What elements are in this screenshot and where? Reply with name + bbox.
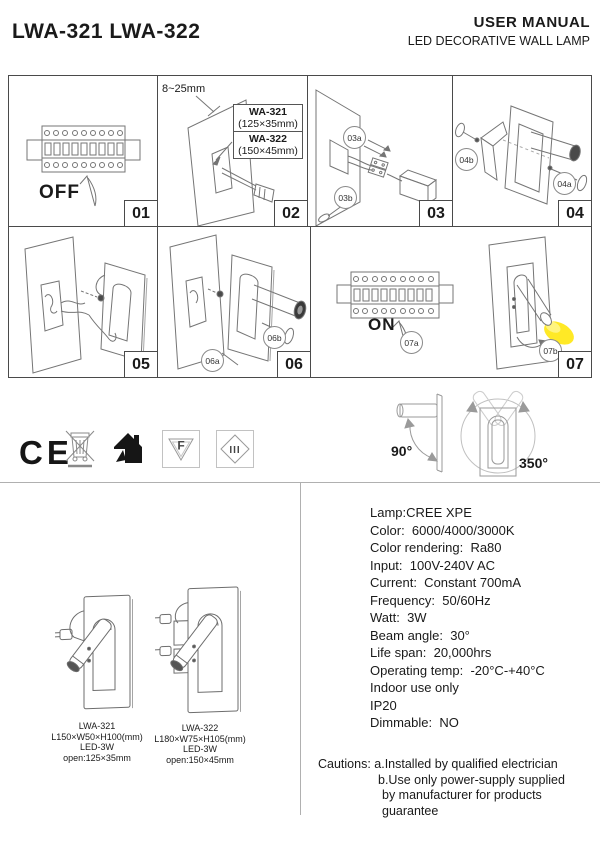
product-model: LWA-322 <box>181 723 219 733</box>
callout-wa322: WA-322 (150×45mm) <box>233 131 303 159</box>
spec-dimmable: Dimmable: NO <box>370 715 459 730</box>
tag-03b: 03b <box>334 186 357 209</box>
callout-wa322-model: WA-322 <box>249 133 287 145</box>
rotation-diagrams <box>396 390 536 477</box>
step-number-06: 06 <box>277 351 311 378</box>
spec-indoor: Indoor use only <box>370 680 459 695</box>
class-iii-diamond-icon: III <box>216 430 254 468</box>
step-number-01: 01 <box>124 200 158 227</box>
spec-lamp: Lamp:CREE XPE <box>370 505 472 520</box>
spec-color: Color: 6000/4000/3000K <box>370 522 515 538</box>
caution-line-3: by manufacturer for products guarantee <box>382 788 542 818</box>
doc-subtitle: LED DECORATIVE WALL LAMP <box>407 34 590 48</box>
tag-04b: 04b <box>455 148 478 171</box>
spec-life-span: Life span: 20,000hrs <box>370 645 492 660</box>
wall-cutout-drawing <box>187 95 275 226</box>
callout-wa321-model: WA-321 <box>249 106 287 118</box>
spec-color-rendering: Color rendering: Ra80 <box>370 540 502 555</box>
product-model: LWA-321 <box>78 721 116 731</box>
lwa-321-drawing <box>55 594 133 710</box>
tag-07a: 07a <box>400 331 423 354</box>
connect-wires-drawing <box>24 236 148 374</box>
step-panel-01: OFF 01 <box>8 75 158 227</box>
f-mark-triangle-icon: F <box>162 430 200 468</box>
breaker-off-label: OFF <box>39 182 80 203</box>
product-led: LED-3W <box>182 744 217 754</box>
caution-line-2: b.Use only power-supply supplied <box>378 772 565 787</box>
spec-ip: IP20 <box>370 697 397 713</box>
indoor-use-house-icon <box>114 433 142 463</box>
step-number-03: 03 <box>419 200 453 227</box>
product-size: L150×W50×H100(mm) <box>51 731 143 742</box>
spec-current: Current: Constant 700mA <box>370 575 522 590</box>
lwa-321-caption: LWA-321 L150×W50×H100(mm) LED-3W open:12… <box>32 721 162 763</box>
step-panel-02: 8~25mm WA-321 (125×35mm) WA-322 (150×45m… <box>157 75 308 227</box>
step-number-05: 05 <box>124 351 158 378</box>
specifications-list: Lamp:CREE XPE Color: 6000/4000/3000K Col… <box>370 504 545 732</box>
callout-wa321: WA-321 (125×35mm) <box>233 104 303 132</box>
cautions-block: Cautions: a.Installed by qualified elect… <box>318 757 600 819</box>
product-open: open:125×35mm <box>63 752 131 763</box>
spec-input: Input: 100V-240V AC <box>370 557 496 573</box>
caution-line-1: Cautions: a.Installed by qualified elect… <box>318 757 558 771</box>
callout-wa322-size: (150×45mm) <box>238 145 298 157</box>
swivel-angle-label: 350° <box>519 455 548 471</box>
spec-operating-temp: Operating temp: -20°C-+40°C <box>370 662 545 678</box>
doc-header: USER MANUAL LED DECORATIVE WALL LAMP <box>408 14 590 48</box>
tag-06a: 06a <box>201 349 224 372</box>
f-mark-letter: F <box>177 439 184 453</box>
vertical-divider <box>300 482 301 815</box>
spec-beam-angle: Beam angle: 30° <box>370 627 470 643</box>
doc-title: USER MANUAL <box>473 14 590 31</box>
step-panel-04: 04b 04a 04 <box>452 75 592 227</box>
power-on-drawing <box>336 236 574 370</box>
weee-crossed-bin-icon <box>65 430 95 468</box>
tag-04a: 04a <box>553 172 576 195</box>
step-number-04: 04 <box>558 200 592 227</box>
class-iii-label: III <box>229 445 240 456</box>
product-led: LED-3W <box>79 742 114 752</box>
step-number-07: 07 <box>558 351 592 378</box>
step-panel-07: ON 07a 07b 07 <box>310 226 592 378</box>
step-panel-06: 06b 06a 06 <box>157 226 311 378</box>
cutout-depth-label: 8~25mm <box>162 83 206 95</box>
breaker-on-label: ON <box>368 315 396 334</box>
spec-watt: Watt: 3W <box>370 610 427 625</box>
product-open: open:150×45mm <box>166 754 234 765</box>
ce-mark-icon: CE <box>19 434 73 471</box>
callout-wa321-size: (125×35mm) <box>238 118 298 130</box>
tag-03a: 03a <box>343 126 366 149</box>
lwa-322-drawing <box>155 586 241 714</box>
spec-frequency: Frequency: 50/60Hz <box>370 592 491 608</box>
page-title: LWA-321 LWA-322 <box>12 20 201 43</box>
lwa-322-caption: LWA-322 L180×W75×H105(mm) LED-3W open:15… <box>135 723 265 765</box>
tilt-angle-label: 90° <box>391 443 413 459</box>
step-number-02: 02 <box>274 200 308 227</box>
tag-07b: 07b <box>539 339 562 362</box>
step-panel-05: 05 <box>8 226 158 378</box>
step-panel-03: 03a 03b 03 <box>307 75 453 227</box>
tag-06b: 06b <box>263 326 286 349</box>
product-size: L180×W75×H105(mm) <box>154 733 246 744</box>
breaker-off-drawing <box>26 125 141 207</box>
